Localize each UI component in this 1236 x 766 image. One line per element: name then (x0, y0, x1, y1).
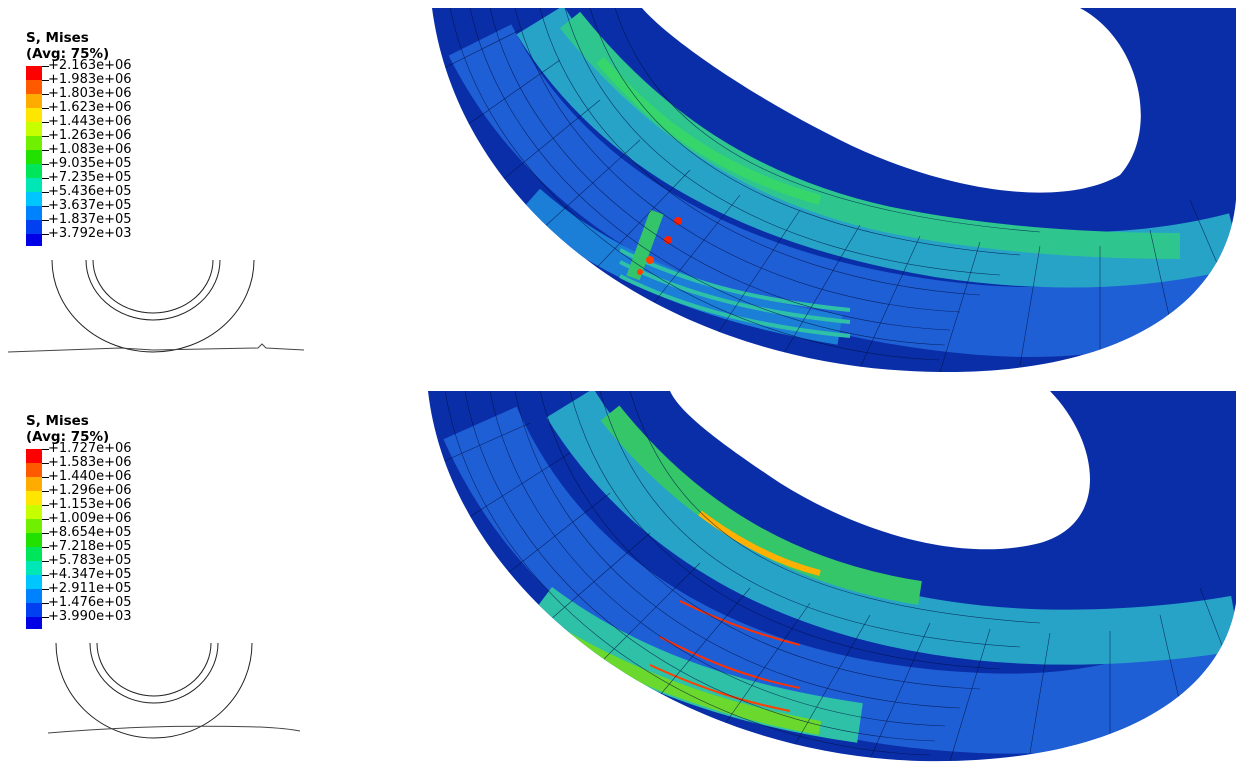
bottom-stress-panel: S, Mises (Avg: 75%) +1.727e+06 +1.583e+0… (0, 383, 1236, 766)
scale-swatch (26, 178, 42, 192)
stress-legend-bottom: S, Mises (Avg: 75%) +1.727e+06 +1.583e+0… (26, 413, 256, 629)
scale-swatch (26, 477, 42, 491)
scale-tick (42, 178, 49, 179)
scale-swatch (26, 463, 42, 477)
scale-swatch (26, 575, 42, 589)
scale-tick (42, 94, 49, 95)
scale-swatch (26, 603, 42, 617)
scale-swatch (26, 533, 42, 547)
scale-tick (42, 519, 49, 520)
scale-value: +7.235e+05 (48, 170, 132, 185)
scale-value: +7.218e+05 (48, 539, 132, 554)
scale-value: +1.443e+06 (48, 114, 132, 129)
scale-swatch (26, 206, 42, 220)
scale-swatch (26, 192, 42, 206)
scale-value: +8.654e+05 (48, 525, 132, 540)
scale-value: +2.911e+05 (48, 581, 132, 596)
scale-tick (42, 561, 49, 562)
scale-value: +5.436e+05 (48, 184, 132, 199)
scale-swatch (26, 80, 42, 94)
scale-tick (42, 164, 49, 165)
scale-value: +9.035e+05 (48, 156, 132, 171)
scale-tick (42, 234, 49, 235)
scale-tick (42, 477, 49, 478)
scale-value: +1.803e+06 (48, 86, 132, 101)
scale-value: +4.347e+05 (48, 567, 132, 582)
scale-tick (42, 122, 49, 123)
scale-tick (42, 108, 49, 109)
scale-swatch (26, 561, 42, 575)
tire-stress-contour-view (432, 8, 1236, 373)
scale-swatch (26, 617, 42, 629)
scale-tick (42, 192, 49, 193)
scale-value: +1.263e+06 (48, 128, 132, 143)
scale-value: +1.476e+05 (48, 595, 132, 610)
top-stress-panel: S, Mises (Avg: 75%) +2.163e+06 +1.983e+0… (7, 8, 1236, 373)
scale-tick (42, 575, 49, 576)
scale-tick (42, 505, 49, 506)
tire-outline-thumbnail (7, 259, 305, 353)
scale-tick (42, 136, 49, 137)
scale-swatch (26, 449, 42, 463)
scale-value: +1.440e+06 (48, 469, 132, 484)
scale-swatch (26, 519, 42, 533)
scale-value: +1.083e+06 (48, 142, 132, 157)
scale-swatch (26, 150, 42, 164)
scale-value: +1.009e+06 (48, 511, 132, 526)
scale-value: +3.637e+05 (48, 198, 132, 213)
tire-outline-thumbnail (47, 642, 301, 739)
scale-tick (42, 449, 49, 450)
scale-value: +2.163e+06 (48, 58, 132, 73)
scale-swatch (26, 491, 42, 505)
scale-swatch (26, 234, 42, 246)
scale-tick (42, 463, 49, 464)
scale-swatch (26, 220, 42, 234)
scale-swatch (26, 66, 42, 80)
scale-tick (42, 66, 49, 67)
legend-subtitle: (Avg: 75%) (26, 429, 110, 445)
scale-tick (42, 547, 49, 548)
scale-swatch (26, 122, 42, 136)
scale-tick (42, 603, 49, 604)
scale-swatch (26, 589, 42, 603)
scale-value: +5.783e+05 (48, 553, 132, 568)
scale-tick (42, 220, 49, 221)
scale-value: +1.153e+06 (48, 497, 132, 512)
scale-value: +1.727e+06 (48, 441, 132, 456)
scale-tick (42, 533, 49, 534)
scale-swatch (26, 164, 42, 178)
scale-tick (42, 150, 49, 151)
scale-value: +1.983e+06 (48, 72, 132, 87)
legend-title: S, Mises (26, 413, 89, 429)
scale-swatch (26, 136, 42, 150)
scale-value: +1.583e+06 (48, 455, 132, 470)
scale-value: +1.296e+06 (48, 483, 132, 498)
scale-tick (42, 589, 49, 590)
scale-value: +3.990e+03 (48, 609, 132, 624)
legend-subtitle: (Avg: 75%) (26, 46, 110, 62)
scale-value: +1.837e+05 (48, 212, 132, 227)
legend-title: S, Mises (26, 30, 89, 46)
scale-swatch (26, 108, 42, 122)
scale-value: +3.792e+03 (48, 226, 132, 241)
scale-swatch (26, 547, 42, 561)
scale-tick (42, 617, 49, 618)
scale-tick (42, 80, 49, 81)
scale-tick (42, 491, 49, 492)
scale-tick (42, 206, 49, 207)
scale-swatch (26, 94, 42, 108)
scale-swatch (26, 505, 42, 519)
stress-legend-top: S, Mises (Avg: 75%) +2.163e+06 +1.983e+0… (26, 30, 256, 246)
scale-value: +1.623e+06 (48, 100, 132, 115)
tire-stress-contour-view (428, 391, 1236, 762)
